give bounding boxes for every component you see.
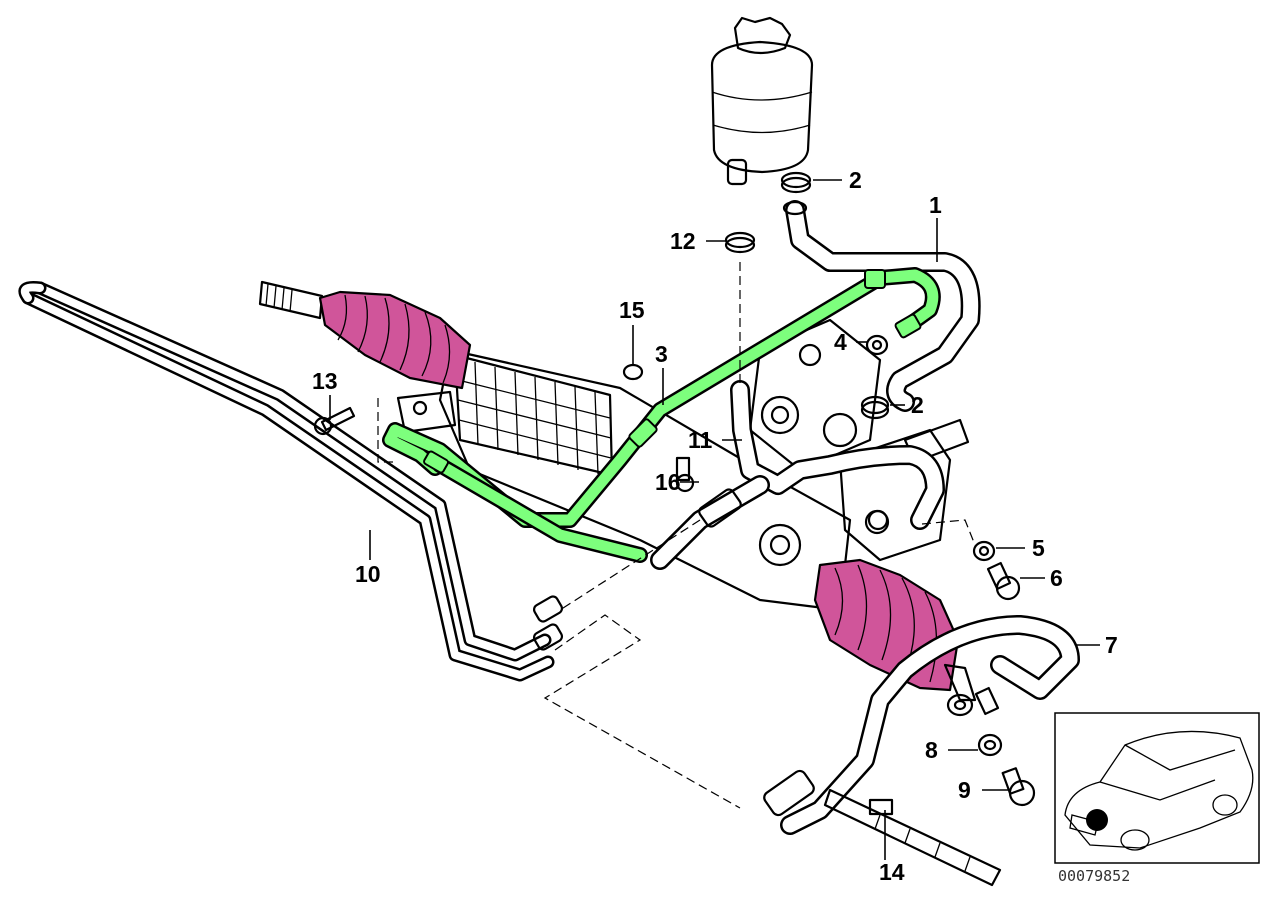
cooling-loop-pipe <box>18 281 564 682</box>
reference-number: 00079852 <box>1058 867 1130 885</box>
callout-4: 4 <box>834 329 847 355</box>
callout-7: 7 <box>1105 632 1118 658</box>
callout-11: 11 <box>688 427 713 453</box>
callout-1: 1 <box>929 192 942 218</box>
callout-15: 15 <box>619 297 645 323</box>
callout-2-top: 2 <box>849 167 862 193</box>
small-parts <box>313 171 1036 887</box>
callout-3: 3 <box>655 341 668 367</box>
callout-8: 8 <box>925 737 938 763</box>
callout-2-lower: 2 <box>911 392 924 418</box>
location-marker <box>1086 809 1108 831</box>
hose-7 <box>763 615 1080 835</box>
callout-5: 5 <box>1032 535 1045 561</box>
callout-6: 6 <box>1050 565 1063 591</box>
dashed-guides <box>377 262 976 809</box>
car-locator-inset: 00079852 <box>1054 712 1260 885</box>
callout-14: 14 <box>879 859 905 885</box>
callout-labels: 1 2 2 3 4 5 6 7 8 9 10 11 12 13 14 15 16 <box>312 167 1118 885</box>
leader-lines <box>329 179 1100 860</box>
fluid-reservoir <box>710 16 814 186</box>
callout-10: 10 <box>355 561 381 587</box>
callout-16: 16 <box>655 469 681 495</box>
steering-boot-right <box>813 558 960 692</box>
pressure-hose-3-highlighted <box>382 267 941 563</box>
return-hose-1 <box>782 200 981 412</box>
steering-boot-left <box>318 290 472 390</box>
callout-12: 12 <box>670 228 696 254</box>
callout-13: 13 <box>312 368 338 394</box>
callout-9: 9 <box>958 777 971 803</box>
